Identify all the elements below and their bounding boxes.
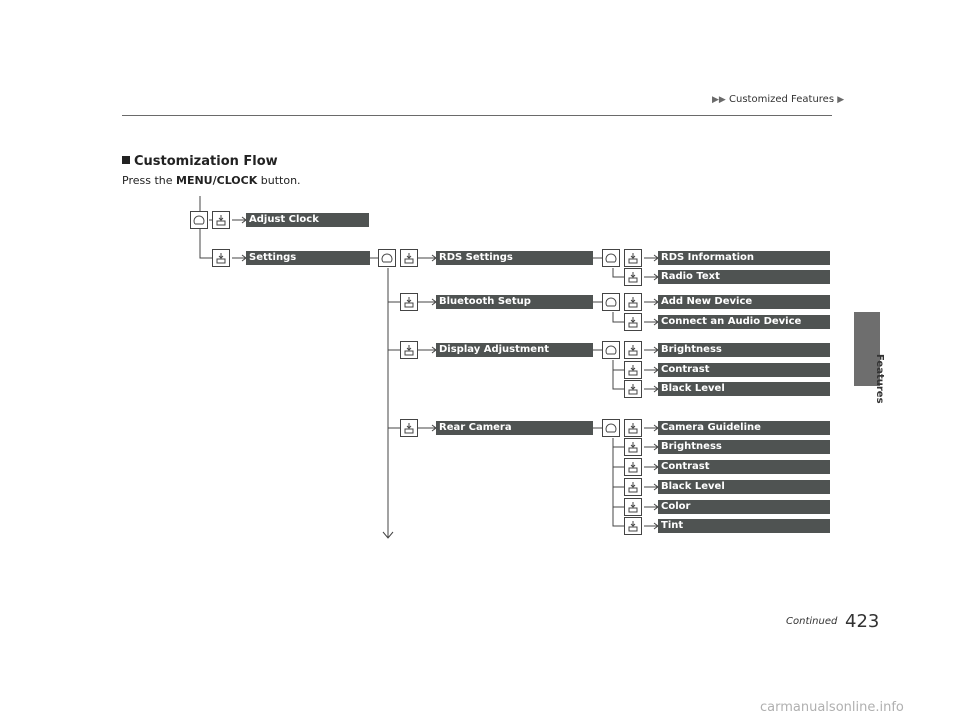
press-knob-icon	[212, 249, 230, 267]
press-knob-icon	[400, 419, 418, 437]
continued-label: Continued	[786, 616, 838, 627]
rotate-knob-icon	[602, 249, 620, 267]
side-tab	[854, 312, 880, 386]
breadcrumb-text: Customized Features	[729, 94, 835, 105]
menu-display-brightness[interactable]: Brightness	[658, 343, 830, 357]
menu-camera-tint[interactable]: Tint	[658, 519, 830, 533]
menu-display-adjustment[interactable]: Display Adjustment	[436, 343, 593, 357]
triangle-right-icon: ▶	[837, 95, 845, 105]
menu-add-new-device[interactable]: Add New Device	[658, 295, 830, 309]
press-knob-icon	[624, 419, 642, 437]
menu-camera-guideline[interactable]: Camera Guideline	[658, 421, 830, 435]
menu-camera-black-level[interactable]: Black Level	[658, 480, 830, 494]
menu-rds-information[interactable]: RDS Information	[658, 251, 830, 265]
breadcrumb: ▶▶ Customized Features ▶	[712, 94, 844, 105]
press-knob-icon	[624, 249, 642, 267]
square-bullet-icon	[122, 156, 130, 164]
menu-camera-brightness[interactable]: Brightness	[658, 440, 830, 454]
watermark: carmanualsonline.info	[760, 700, 904, 715]
menu-adjust-clock[interactable]: Adjust Clock	[246, 213, 369, 227]
menu-radio-text[interactable]: Radio Text	[658, 270, 830, 284]
rotate-knob-icon	[190, 211, 208, 229]
section-title: Customization Flow	[122, 154, 278, 169]
menu-connect-audio-device[interactable]: Connect an Audio Device	[658, 315, 830, 329]
press-knob-icon	[624, 380, 642, 398]
menu-rds-settings[interactable]: RDS Settings	[436, 251, 593, 265]
press-knob-icon	[624, 478, 642, 496]
triangle-right-icon: ▶▶	[712, 95, 726, 105]
press-knob-icon	[212, 211, 230, 229]
press-knob-icon	[624, 341, 642, 359]
rotate-knob-icon	[378, 249, 396, 267]
menu-bluetooth-setup[interactable]: Bluetooth Setup	[436, 295, 593, 309]
page-number: 423	[845, 611, 880, 632]
press-knob-icon	[624, 438, 642, 456]
press-knob-icon	[624, 498, 642, 516]
rotate-knob-icon	[602, 419, 620, 437]
menu-camera-contrast[interactable]: Contrast	[658, 460, 830, 474]
press-knob-icon	[400, 293, 418, 311]
press-knob-icon	[624, 458, 642, 476]
rotate-knob-icon	[602, 341, 620, 359]
menu-display-black-level[interactable]: Black Level	[658, 382, 830, 396]
menu-camera-color[interactable]: Color	[658, 500, 830, 514]
press-knob-icon	[400, 341, 418, 359]
menu-settings[interactable]: Settings	[246, 251, 370, 265]
press-knob-icon	[624, 361, 642, 379]
press-knob-icon	[624, 313, 642, 331]
menu-display-contrast[interactable]: Contrast	[658, 363, 830, 377]
press-knob-icon	[624, 517, 642, 535]
press-knob-icon	[624, 293, 642, 311]
instruction-text: Press the MENU/CLOCK button.	[122, 174, 301, 187]
press-knob-icon	[400, 249, 418, 267]
press-knob-icon	[624, 268, 642, 286]
rotate-knob-icon	[602, 293, 620, 311]
menu-rear-camera[interactable]: Rear Camera	[436, 421, 593, 435]
header-divider	[122, 115, 832, 116]
